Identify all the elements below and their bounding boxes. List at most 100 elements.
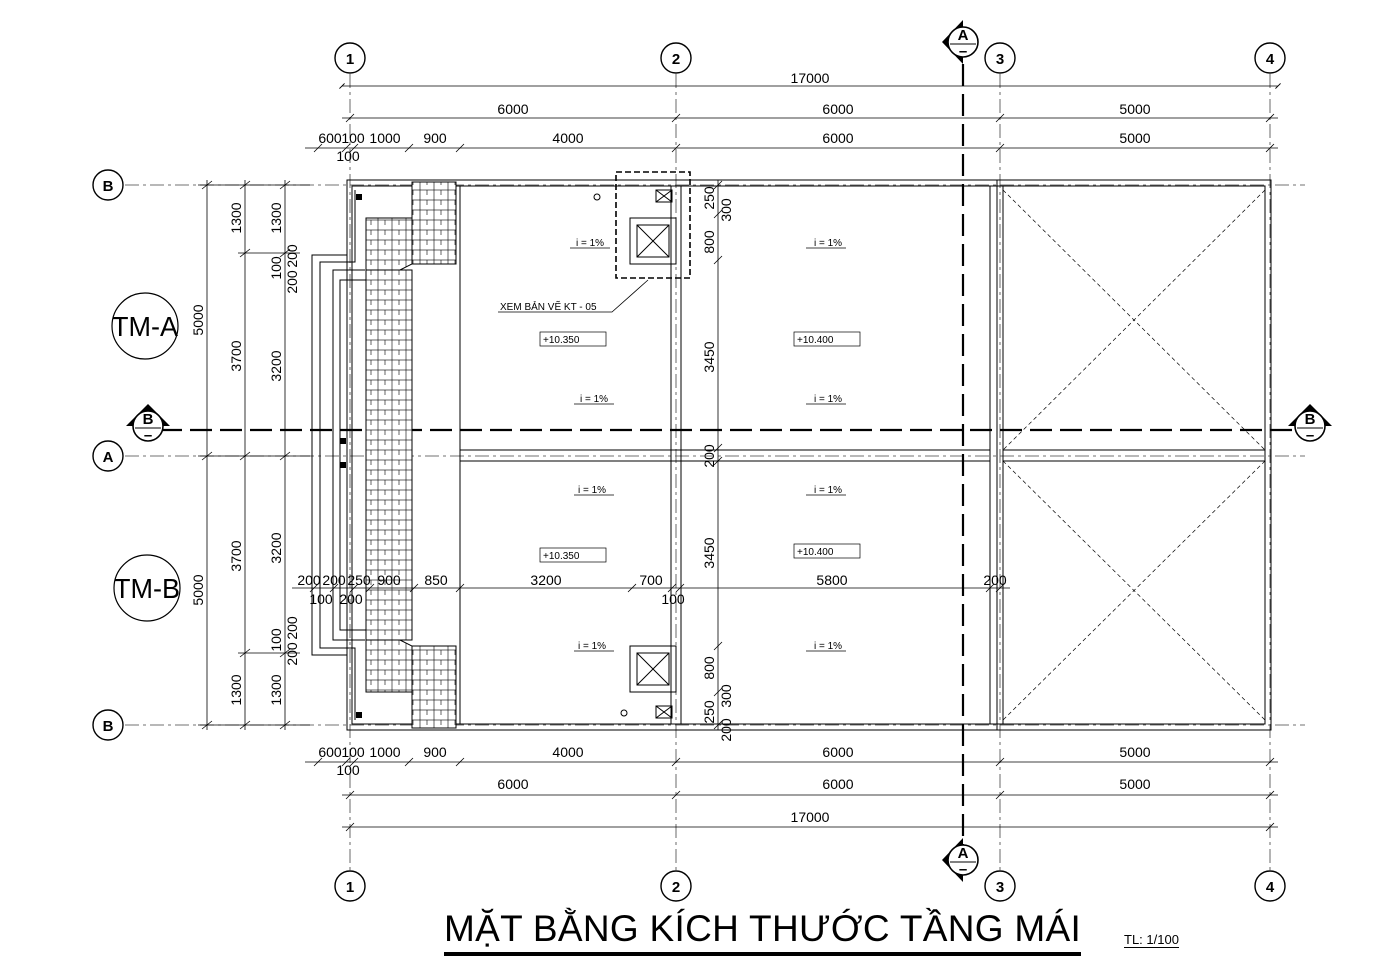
svg-text:3450: 3450 bbox=[701, 537, 717, 568]
svg-text:200: 200 bbox=[718, 718, 734, 742]
svg-text:5000: 5000 bbox=[190, 304, 206, 335]
svg-text:100: 100 bbox=[336, 762, 360, 778]
svg-text:6000: 6000 bbox=[822, 744, 853, 760]
svg-text:6000: 6000 bbox=[497, 101, 528, 117]
svg-text:B: B bbox=[103, 718, 114, 735]
slope-label: i = 1% bbox=[578, 485, 606, 496]
svg-text:200: 200 bbox=[284, 244, 300, 268]
svg-text:3: 3 bbox=[996, 879, 1004, 896]
svg-text:B: B bbox=[103, 178, 114, 195]
grid-lines bbox=[125, 74, 1305, 870]
grid-bubble-1-bottom: 1 bbox=[334, 870, 366, 902]
section-marker-b-right: B – bbox=[1288, 404, 1332, 444]
section-markers: A – A – B – B – bbox=[126, 20, 1332, 882]
svg-text:250: 250 bbox=[701, 186, 717, 210]
level-label: +10.350 bbox=[543, 551, 580, 562]
svg-text:6000: 6000 bbox=[822, 101, 853, 117]
grid-bubble-b-top: B bbox=[92, 169, 124, 201]
svg-text:1300: 1300 bbox=[228, 202, 244, 233]
svg-text:–: – bbox=[144, 427, 152, 444]
section-lines bbox=[160, 64, 1300, 846]
svg-text:A: A bbox=[958, 845, 969, 862]
unit-tm-a: TM-A bbox=[112, 311, 178, 342]
svg-text:250: 250 bbox=[347, 572, 371, 588]
svg-text:4: 4 bbox=[1266, 879, 1275, 896]
svg-text:B: B bbox=[1305, 411, 1316, 428]
svg-text:900: 900 bbox=[423, 744, 447, 760]
svg-text:5000: 5000 bbox=[1119, 130, 1150, 146]
slope-label: i = 1% bbox=[578, 641, 606, 652]
slope-label: i = 1% bbox=[814, 641, 842, 652]
grid-bubble-3-top: 3 bbox=[984, 42, 1016, 74]
svg-text:B: B bbox=[143, 411, 154, 428]
svg-text:1300: 1300 bbox=[268, 202, 284, 233]
drawing-scale: TL: 1/100 bbox=[1124, 932, 1179, 948]
svg-text:100: 100 bbox=[336, 148, 360, 164]
svg-text:–: – bbox=[959, 861, 967, 878]
svg-text:1000: 1000 bbox=[369, 130, 400, 146]
svg-text:1: 1 bbox=[346, 51, 354, 68]
svg-text:3200: 3200 bbox=[268, 350, 284, 381]
svg-text:200: 200 bbox=[284, 616, 300, 640]
svg-text:850: 850 bbox=[424, 572, 448, 588]
svg-text:250: 250 bbox=[701, 700, 717, 724]
section-marker-a-top: A – bbox=[942, 20, 979, 64]
svg-text:1300: 1300 bbox=[268, 674, 284, 705]
svg-text:4000: 4000 bbox=[552, 744, 583, 760]
svg-text:600: 600 bbox=[318, 130, 342, 146]
note-see-drawing: XEM BẢN VẼ KT - 05 bbox=[500, 300, 597, 313]
drawing-title: MẶT BẰNG KÍCH THƯỚC TẦNG MÁI bbox=[444, 908, 1082, 956]
grid-bubble-2-top: 2 bbox=[660, 42, 692, 74]
svg-text:600: 600 bbox=[318, 744, 342, 760]
svg-text:200: 200 bbox=[339, 591, 363, 607]
grid-bubble-4-top: 4 bbox=[1254, 42, 1286, 74]
svg-text:200: 200 bbox=[983, 572, 1007, 588]
grid-bubble-4-bottom: 4 bbox=[1254, 870, 1286, 902]
grid-bubbles: 1 2 3 4 1 2 3 4 B A B bbox=[92, 42, 1286, 902]
slope-label: i = 1% bbox=[576, 238, 604, 249]
slope-label: i = 1% bbox=[814, 485, 842, 496]
svg-text:3450: 3450 bbox=[701, 341, 717, 372]
grid-bubble-2-bottom: 2 bbox=[660, 870, 692, 902]
svg-text:800: 800 bbox=[701, 656, 717, 680]
svg-text:200: 200 bbox=[701, 444, 717, 468]
svg-text:3200: 3200 bbox=[268, 532, 284, 563]
building-outline bbox=[346, 179, 1272, 731]
svg-text:3700: 3700 bbox=[228, 540, 244, 571]
svg-text:900: 900 bbox=[423, 130, 447, 146]
level-label: +10.400 bbox=[797, 335, 834, 346]
roof-vents bbox=[593, 171, 691, 719]
svg-text:100: 100 bbox=[661, 591, 685, 607]
grid-bubble-b-bottom: B bbox=[92, 709, 124, 741]
svg-text:100: 100 bbox=[268, 256, 284, 280]
dimension-texts: 17000 6000 6000 5000 600 100 1000 900 40… bbox=[190, 70, 1151, 825]
slope-label: i = 1% bbox=[580, 394, 608, 405]
svg-text:A: A bbox=[958, 27, 969, 44]
svg-text:100: 100 bbox=[309, 591, 333, 607]
svg-text:5000: 5000 bbox=[1119, 744, 1150, 760]
svg-text:2: 2 bbox=[672, 51, 680, 68]
svg-text:100: 100 bbox=[341, 130, 365, 146]
grid-bubble-3-bottom: 3 bbox=[984, 870, 1016, 902]
svg-text:800: 800 bbox=[701, 230, 717, 254]
section-marker-a-bottom: A – bbox=[942, 838, 979, 882]
svg-text:2: 2 bbox=[672, 879, 680, 896]
annotations: XEM BẢN VẼ KT - 05 +10.350 +10.400 +10.3… bbox=[500, 238, 861, 652]
parapet bbox=[311, 180, 372, 730]
unit-labels: TM-A TM-B bbox=[111, 292, 181, 622]
svg-text:–: – bbox=[1306, 427, 1314, 444]
svg-text:300: 300 bbox=[718, 684, 734, 708]
svg-text:5000: 5000 bbox=[1119, 776, 1150, 792]
unit-tm-b: TM-B bbox=[114, 573, 180, 604]
svg-text:1000: 1000 bbox=[369, 744, 400, 760]
svg-text:5000: 5000 bbox=[190, 574, 206, 605]
slope-label: i = 1% bbox=[814, 394, 842, 405]
svg-text:–: – bbox=[959, 43, 967, 60]
svg-text:A: A bbox=[103, 449, 114, 466]
grid-bubble-1-top: 1 bbox=[334, 42, 366, 74]
svg-text:200: 200 bbox=[284, 642, 300, 666]
svg-text:300: 300 bbox=[718, 198, 734, 222]
level-label: +10.350 bbox=[543, 335, 580, 346]
svg-text:17000: 17000 bbox=[791, 70, 830, 86]
